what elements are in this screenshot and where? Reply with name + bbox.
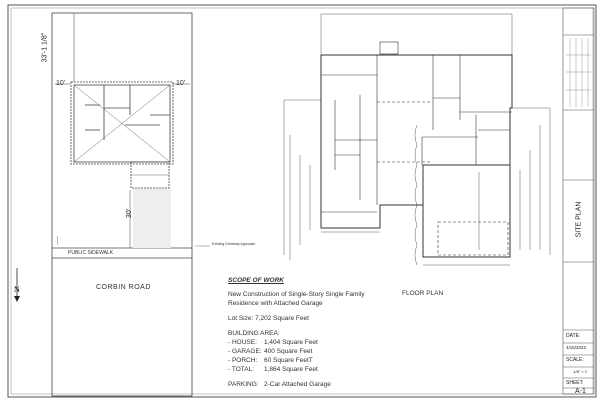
north-label: N xyxy=(14,285,20,294)
area-row-house: - HOUSE:1,404 Square Feet xyxy=(228,339,318,346)
floor-plan-label: FLOOR PLAN xyxy=(402,290,444,297)
sheet-label: SHEET: xyxy=(566,380,584,386)
north-arrow-icon xyxy=(14,268,20,302)
right-setback-dimension: 10' xyxy=(176,80,186,87)
rear-setback-dimension: 33'-1 1/8" xyxy=(41,32,49,63)
scope-of-work: SCOPE OF WORK New Construction of Single… xyxy=(228,276,365,389)
sheet-border xyxy=(7,4,597,398)
site-plan xyxy=(51,12,210,397)
scale-value: 1/8" = 1' xyxy=(573,369,588,374)
parking-row: PARKING:2-Car Attached Garage xyxy=(228,381,331,388)
driveway-note: Existing Driveway Approach xyxy=(212,242,256,246)
scope-description-1: New Construction of Single-Story Single … xyxy=(228,291,365,298)
building-area-heading: BUILDING AREA: xyxy=(228,330,280,337)
front-setback-dimension: 30' xyxy=(126,208,134,219)
scope-heading: SCOPE OF WORK xyxy=(228,277,284,284)
scope-description-2: Residence with Attached Garage xyxy=(228,300,323,307)
date-value: 4/15/2022 xyxy=(566,345,587,350)
area-row-total: - TOTAL:1,864 Square Feet xyxy=(228,366,318,373)
lot-size: Lot Size: 7,202 Square Feet xyxy=(228,315,309,322)
sheet-number: A-1 xyxy=(575,388,586,395)
sheet-title: SITE PLAN xyxy=(575,201,583,238)
sidewalk-label: PUBLIC SIDEWALK xyxy=(68,250,114,256)
title-block xyxy=(562,7,595,395)
floor-plan xyxy=(283,13,551,266)
area-row-garage: - GARAGE:400 Square Feet xyxy=(228,348,313,355)
area-row-porch: - PORCH:60 Square FeetT xyxy=(228,357,313,364)
date-label: DATE: xyxy=(566,333,581,339)
left-setback-dimension: 10' xyxy=(56,80,66,87)
road-label: CORBIN ROAD xyxy=(96,284,151,291)
scale-label: SCALE: xyxy=(566,357,584,363)
